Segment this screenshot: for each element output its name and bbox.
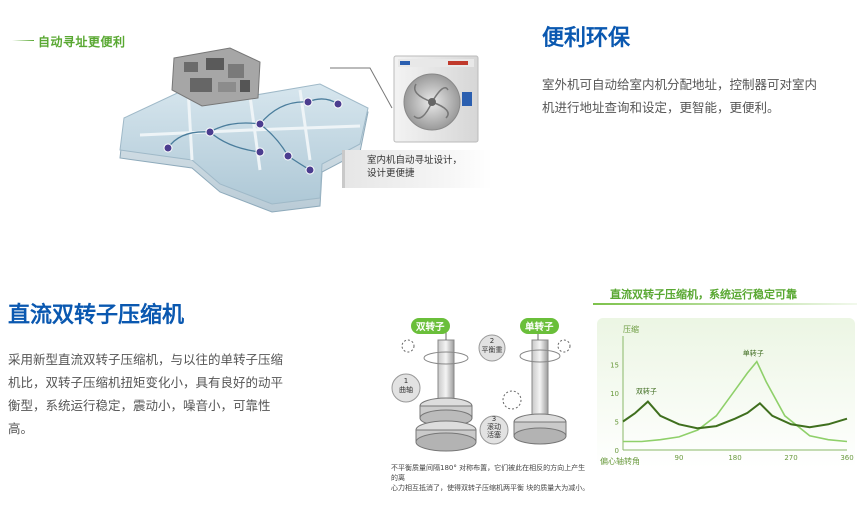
y-tick-label: 5 (615, 419, 619, 427)
outdoor-unit-image (393, 55, 479, 143)
badge-text: 曲轴 (399, 386, 413, 394)
note-line: 心力相互抵消了，使得双转子压缩机两平衡 块的质量大为减小。 (391, 484, 590, 492)
leader-line (330, 67, 393, 109)
note-line: 不平衡质量间隔180° 对称布置，它们被此在相反的方向上产生的离 (391, 464, 586, 482)
chart-axes: 15 10 5 0 90 180 270 360 (610, 336, 854, 462)
rotor-note: 不平衡质量间隔180° 对称布置，它们被此在相反的方向上产生的离 心力相互抵消了… (391, 463, 591, 493)
label-dual-rotor: 双转子 (411, 318, 450, 334)
chart-title-underline (593, 303, 857, 305)
y-tick-label: 0 (615, 447, 619, 455)
section-title-convenience: 便利环保 (542, 26, 631, 51)
badge-text: 滚动活塞 (487, 423, 501, 439)
x-tick-label: 180 (728, 454, 741, 462)
body-line: 高。 (8, 421, 34, 436)
chart-title: 直流双转子压缩机，系统运行稳定可靠 (610, 288, 797, 301)
body-line: 机比，双转子压缩机扭矩变化小，具有良好的动平 (8, 375, 284, 390)
badge-number: 1 (403, 377, 409, 385)
badge-crankshaft: 1 曲轴 (397, 377, 415, 395)
x-tick-label: 360 (840, 454, 853, 462)
badge-rolling-piston: 3 滚动活塞 (484, 415, 504, 439)
section-body-convenience: 室外机可自动给室内机分配地址，控制器可对室内 机进行地址查询和设定，更智能，更便… (542, 73, 817, 119)
badge-text: 平衡重 (481, 346, 503, 354)
chart-background (597, 318, 855, 468)
y-tick-label: 15 (610, 362, 619, 370)
section-title-compressor: 直流双转子压缩机 (8, 303, 185, 328)
series-label: 单转子 (743, 349, 764, 358)
series-line (623, 360, 848, 443)
auto-address-tag: 自动寻址更便利 (12, 35, 126, 49)
badge-number: 2 (489, 337, 495, 345)
body-line: 采用新型直流双转子压缩机，与以往的单转子压缩 (8, 352, 284, 367)
caption-line-2: 设计更便捷 (367, 168, 415, 179)
label-single-rotor: 单转子 (520, 318, 559, 334)
body-line: 衡型，系统运行稳定，震动小，噪音小，可靠性 (8, 398, 271, 413)
y-axis-label: 压缩 (623, 324, 639, 334)
body-line: 机进行地址查询和设定，更智能，更便利。 (542, 100, 780, 115)
badge-balance-weight: 2 平衡重 (477, 337, 507, 355)
series-line (622, 400, 848, 430)
series-label: 双转子 (636, 387, 657, 396)
caption-line-1: 室内机自动寻址设计， (367, 155, 463, 166)
rotor-diagram (391, 330, 571, 452)
y-tick-label: 10 (610, 390, 619, 398)
x-tick-label: 90 (675, 454, 684, 462)
body-line: 室外机可自动给室内机分配地址，控制器可对室内 (542, 77, 818, 92)
x-axis-label: 偏心轴转角 (600, 456, 640, 466)
section-body-compressor: 采用新型直流双转子压缩机，与以往的单转子压缩 机比，双转子压缩机扭矩变化小，具有… (8, 348, 283, 440)
badge-number: 3 (491, 415, 497, 423)
x-tick-label: 270 (784, 454, 797, 462)
auto-address-caption: 室内机自动寻址设计， 设计更便捷 (342, 150, 492, 188)
floorplan-illustration (119, 47, 369, 213)
